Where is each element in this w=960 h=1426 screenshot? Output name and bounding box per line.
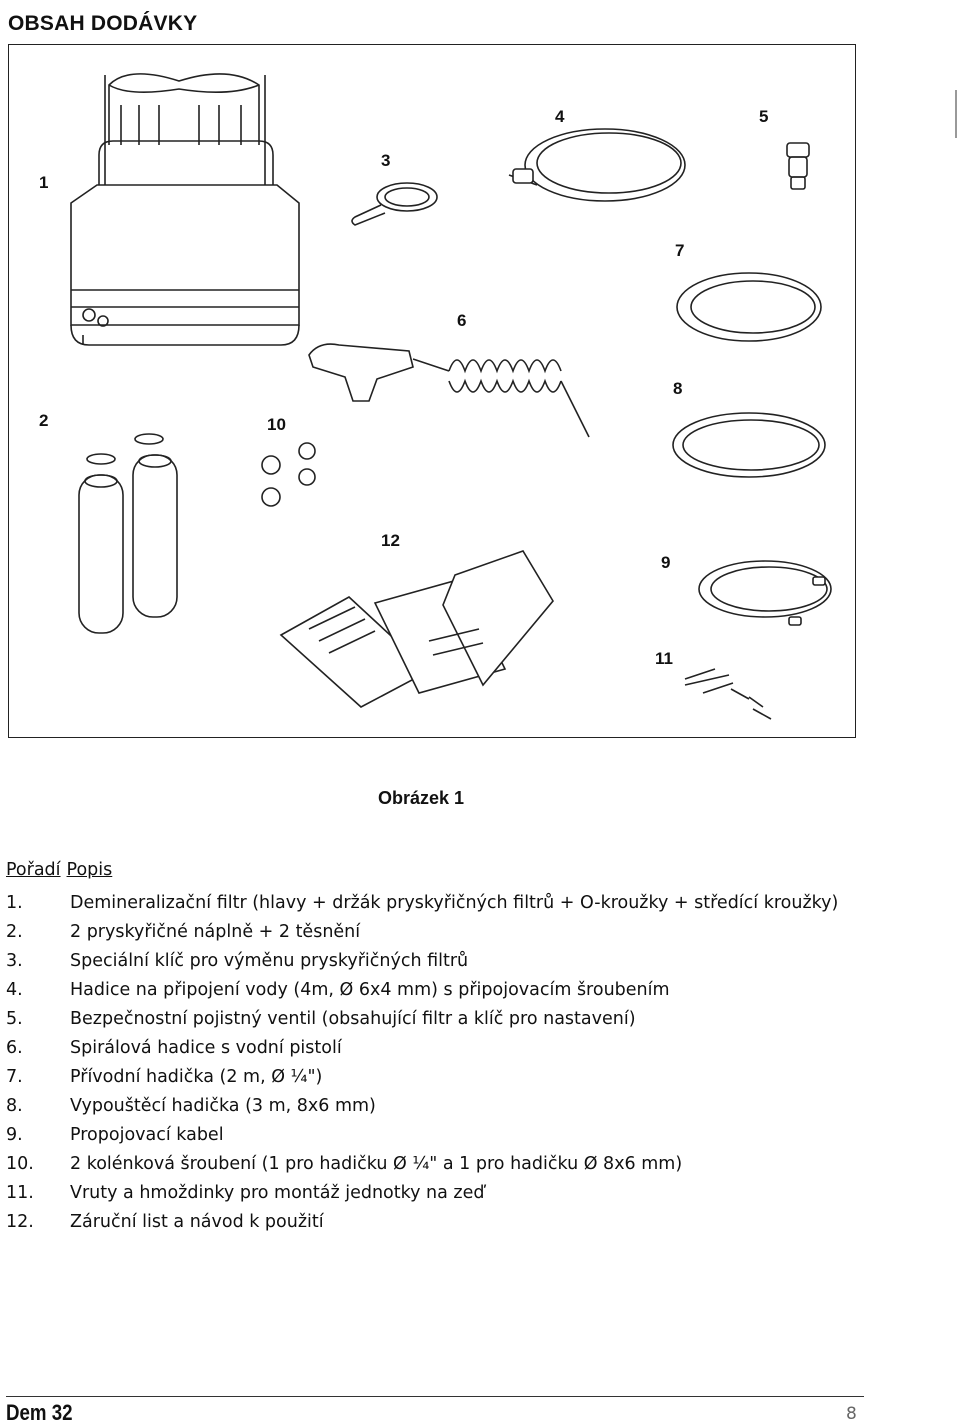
parts-illustration bbox=[70, 73, 832, 720]
documents-drawing bbox=[279, 550, 554, 708]
list-item: 1. Demineralizační filtr (hlavy + držák p… bbox=[6, 889, 866, 918]
item-text: Speciální klíč pro výměnu pryskyřičných … bbox=[70, 951, 469, 971]
list-item: 11. Vruty a hmoždinky pro montáž jednotky… bbox=[6, 1179, 866, 1208]
footer-divider bbox=[6, 1396, 864, 1397]
safety-valve-drawing bbox=[786, 142, 810, 190]
item-number: 4. bbox=[6, 980, 23, 1000]
item-number: 9. bbox=[6, 1125, 23, 1145]
list-item: 8. Vypouštěcí hadička (3 m, 8x6 mm) bbox=[6, 1092, 866, 1121]
figure-label-11: 11 bbox=[655, 649, 673, 668]
list-item: 6. Spirálová hadice s vodní pistolí bbox=[6, 1034, 866, 1063]
item-text: Bezpečnostní pojistný ventil (obsahující… bbox=[70, 1009, 636, 1029]
filter-key-drawing bbox=[351, 182, 438, 226]
list-item: 7. Přívodní hadička (2 m, Ø ¼") bbox=[6, 1063, 866, 1092]
item-text: Záruční list a návod k použití bbox=[70, 1212, 324, 1232]
item-number: 3. bbox=[6, 951, 23, 971]
order-column-header: Pořadí bbox=[6, 860, 61, 880]
item-text: Spirálová hadice s vodní pistolí bbox=[70, 1038, 342, 1058]
list-header: Pořadí Popis bbox=[6, 856, 866, 885]
contents-list: Pořadí Popis 1. Demineralizační filtr (hl… bbox=[6, 856, 866, 1237]
item-text: Demineralizační filtr (hlavy + držák pry… bbox=[70, 893, 839, 913]
figure-label-4: 4 bbox=[555, 107, 565, 126]
item-text: 2 kolénková šroubení (1 pro hadičku Ø ¼"… bbox=[70, 1154, 683, 1174]
figure-label-9: 9 bbox=[661, 553, 671, 572]
figure-label-10: 10 bbox=[267, 415, 286, 434]
footer-brand: Dem 32 bbox=[6, 1400, 73, 1425]
list-item: 12. Záruční list a návod k použití bbox=[6, 1208, 866, 1237]
item-text: Propojovací kabel bbox=[70, 1125, 224, 1145]
item-text: Vypouštěcí hadička (3 m, 8x6 mm) bbox=[70, 1096, 376, 1116]
figure-caption: Obrázek 1 bbox=[378, 788, 465, 808]
page-title: OBSAH DODÁVKY bbox=[8, 12, 198, 35]
item-number: 11. bbox=[6, 1183, 34, 1203]
item-number: 12. bbox=[6, 1212, 34, 1232]
item-number: 2. bbox=[6, 922, 23, 942]
figure-label-2: 2 bbox=[39, 411, 49, 430]
figure-label-7: 7 bbox=[675, 241, 685, 260]
item-number: 8. bbox=[6, 1096, 23, 1116]
drain-hose-drawing bbox=[672, 412, 826, 478]
item-number: 10. bbox=[6, 1154, 34, 1174]
elbow-fittings-drawing bbox=[261, 442, 316, 507]
feed-hose-drawing bbox=[676, 272, 822, 342]
item-text: Přívodní hadička (2 m, Ø ¼") bbox=[70, 1067, 323, 1087]
item-number: 5. bbox=[6, 1009, 23, 1029]
list-item: 2. 2 pryskyřičné náplně + 2 těsnění bbox=[6, 918, 866, 947]
item-text: Hadice na připojení vody (4m, Ø 6x4 mm) … bbox=[70, 980, 670, 1000]
resin-cartridges-drawing bbox=[78, 433, 178, 634]
item-text: 2 pryskyřičné náplně + 2 těsnění bbox=[70, 922, 361, 942]
spiral-hose-gun-drawing bbox=[308, 343, 590, 438]
item-text: Vruty a hmoždinky pro montáž jednotky na… bbox=[70, 1183, 485, 1203]
list-item: 4. Hadice na připojení vody (4m, Ø 6x4 mm… bbox=[6, 976, 866, 1005]
list-item: 5. Bezpečnostní pojistný ventil (obsahují… bbox=[6, 1005, 866, 1034]
list-item: 9. Propojovací kabel bbox=[6, 1121, 866, 1150]
figure-label-5: 5 bbox=[759, 107, 769, 126]
screws-wall-plugs-drawing bbox=[684, 668, 772, 720]
page-number: 8 bbox=[846, 1404, 857, 1424]
demineralization-filter-drawing bbox=[70, 73, 300, 346]
item-number: 6. bbox=[6, 1038, 23, 1058]
figure-1: 1 2 3 4 5 6 7 8 9 10 11 12 bbox=[8, 44, 856, 738]
figure-label-1: 1 bbox=[39, 173, 49, 192]
water-hose-drawing bbox=[508, 128, 686, 202]
figure-label-12: 12 bbox=[381, 531, 400, 550]
figure-label-6: 6 bbox=[457, 311, 467, 330]
item-number: 7. bbox=[6, 1067, 23, 1087]
connection-cable-drawing bbox=[698, 560, 832, 626]
figure-label-8: 8 bbox=[673, 379, 683, 398]
figure-label-3: 3 bbox=[381, 151, 391, 170]
item-number: 1. bbox=[6, 893, 23, 913]
description-column-header: Popis bbox=[66, 860, 113, 880]
list-item: 3. Speciální klíč pro výměnu pryskyřičnýc… bbox=[6, 947, 866, 976]
margin-mark bbox=[955, 90, 957, 138]
list-item: 10. 2 kolénková šroubení (1 pro hadičku Ø… bbox=[6, 1150, 866, 1179]
